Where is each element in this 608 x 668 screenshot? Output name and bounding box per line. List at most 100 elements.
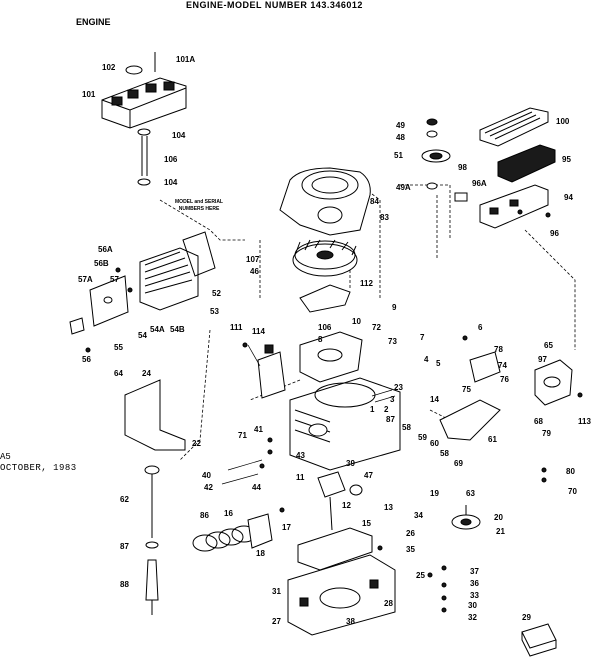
- part-label: 42: [204, 483, 213, 492]
- part-label: 107: [246, 255, 260, 264]
- part-label: 115: [0, 0, 13, 2]
- part-label: 73: [388, 337, 397, 346]
- part-label: 10: [352, 317, 361, 326]
- part-label: 31: [272, 587, 281, 596]
- part-label: 71: [238, 431, 247, 440]
- part-57A-spark-plug: [69, 317, 85, 335]
- part-label: 87: [120, 542, 129, 551]
- part-label: 79: [542, 429, 551, 438]
- part-label: 21: [496, 527, 505, 536]
- part-label: 29: [522, 613, 531, 622]
- part-label: 56: [82, 355, 91, 364]
- part-label: 56B: [94, 259, 109, 268]
- part-label: 49: [396, 121, 405, 130]
- model-serial-note: MODEL and SERIAL NUMBERS HERE: [164, 199, 234, 213]
- part-label: 11: [296, 473, 305, 482]
- part-label: 78: [494, 345, 503, 354]
- part-label: 72: [372, 323, 381, 332]
- part-label: 88: [120, 580, 129, 589]
- part-label: 63: [466, 489, 475, 498]
- part-label: 54B: [170, 325, 185, 334]
- part-label: 12: [342, 501, 351, 510]
- part-label: 19: [430, 489, 439, 498]
- part-label: 84: [370, 197, 379, 206]
- part-label: 39: [346, 459, 355, 468]
- part-113-carburetor: [534, 359, 573, 406]
- part-112-screen: [299, 284, 351, 313]
- part-label: 104: [172, 131, 186, 140]
- part-label: 4: [424, 355, 429, 364]
- part-label: 7: [420, 333, 425, 342]
- part-115-gasket-set-box: [521, 623, 557, 657]
- part-label: 5: [436, 359, 441, 368]
- part-label: 87: [386, 415, 395, 424]
- part-label: 86: [200, 511, 209, 520]
- part-label: 101: [82, 90, 96, 99]
- part-label: 65: [544, 341, 553, 350]
- part-label: 22: [192, 439, 201, 448]
- part-label: 32: [468, 613, 477, 622]
- part-label: 25: [416, 571, 425, 580]
- part-label: 36: [470, 579, 479, 588]
- part-114-coil: [257, 344, 286, 399]
- part-label: 34: [414, 511, 423, 520]
- part-label: 54: [138, 331, 147, 340]
- part-label: 76: [500, 375, 509, 384]
- part-label: 94: [564, 193, 573, 202]
- part-label: 62: [120, 495, 129, 504]
- part-55-shield: [89, 275, 129, 327]
- part-label: 18: [256, 549, 265, 558]
- part-label: 70: [568, 487, 577, 496]
- part-label: 20: [494, 513, 503, 522]
- part-label: 96A: [472, 179, 487, 188]
- part-label: 111: [230, 323, 243, 332]
- part-label: 106: [164, 155, 178, 164]
- part-label: 48: [396, 133, 405, 142]
- part-46-flywheel: [292, 239, 358, 277]
- part-label: 56A: [98, 245, 113, 254]
- part-49-washers: [426, 118, 468, 202]
- part-52-gasket: [182, 231, 216, 277]
- part-25-gear: [451, 505, 481, 530]
- part-84-blower-housing: [279, 167, 371, 236]
- part-16-rings: [192, 525, 257, 552]
- part-13-crankshaft: [317, 471, 363, 531]
- part-15-piston: [247, 513, 273, 549]
- part-1-engine-block: [289, 377, 401, 471]
- part-59-tube: [439, 399, 501, 441]
- part-label: 30: [468, 601, 477, 610]
- part-label: 112: [360, 279, 373, 288]
- part-label: 43: [296, 451, 305, 460]
- part-label: 13: [384, 503, 393, 512]
- part-label: 41: [254, 425, 263, 434]
- part-label: 6: [478, 323, 483, 332]
- part-87-dipstick: [144, 465, 160, 615]
- part-label: 26: [406, 529, 415, 538]
- part-label: 98: [458, 163, 467, 172]
- part-label: 114: [252, 327, 265, 336]
- part-label: 14: [430, 395, 439, 404]
- part-label: 68: [534, 417, 543, 426]
- part-label: 52: [212, 289, 221, 298]
- part-label: 9: [392, 303, 397, 312]
- part-label: 80: [566, 467, 575, 476]
- part-label: 102: [102, 63, 116, 72]
- side-text-code: A5: [0, 452, 11, 462]
- part-51-gear: [421, 149, 451, 163]
- part-label: 40: [202, 471, 211, 480]
- part-label: 53: [210, 307, 219, 316]
- part-74-linkage: [469, 351, 501, 383]
- note-line-2: NUMBERS HERE: [178, 206, 220, 212]
- part-label: 100: [556, 117, 570, 126]
- part-label: 17: [282, 523, 291, 532]
- part-label: 24: [142, 369, 151, 378]
- part-label: 16: [224, 509, 233, 518]
- part-label: 2: [384, 405, 389, 414]
- part-label: 8: [318, 335, 323, 344]
- part-22-bracket: [124, 379, 186, 451]
- part-106-tube: [137, 128, 151, 186]
- part-label: 3: [390, 395, 395, 404]
- part-95-filter-element: [497, 144, 556, 183]
